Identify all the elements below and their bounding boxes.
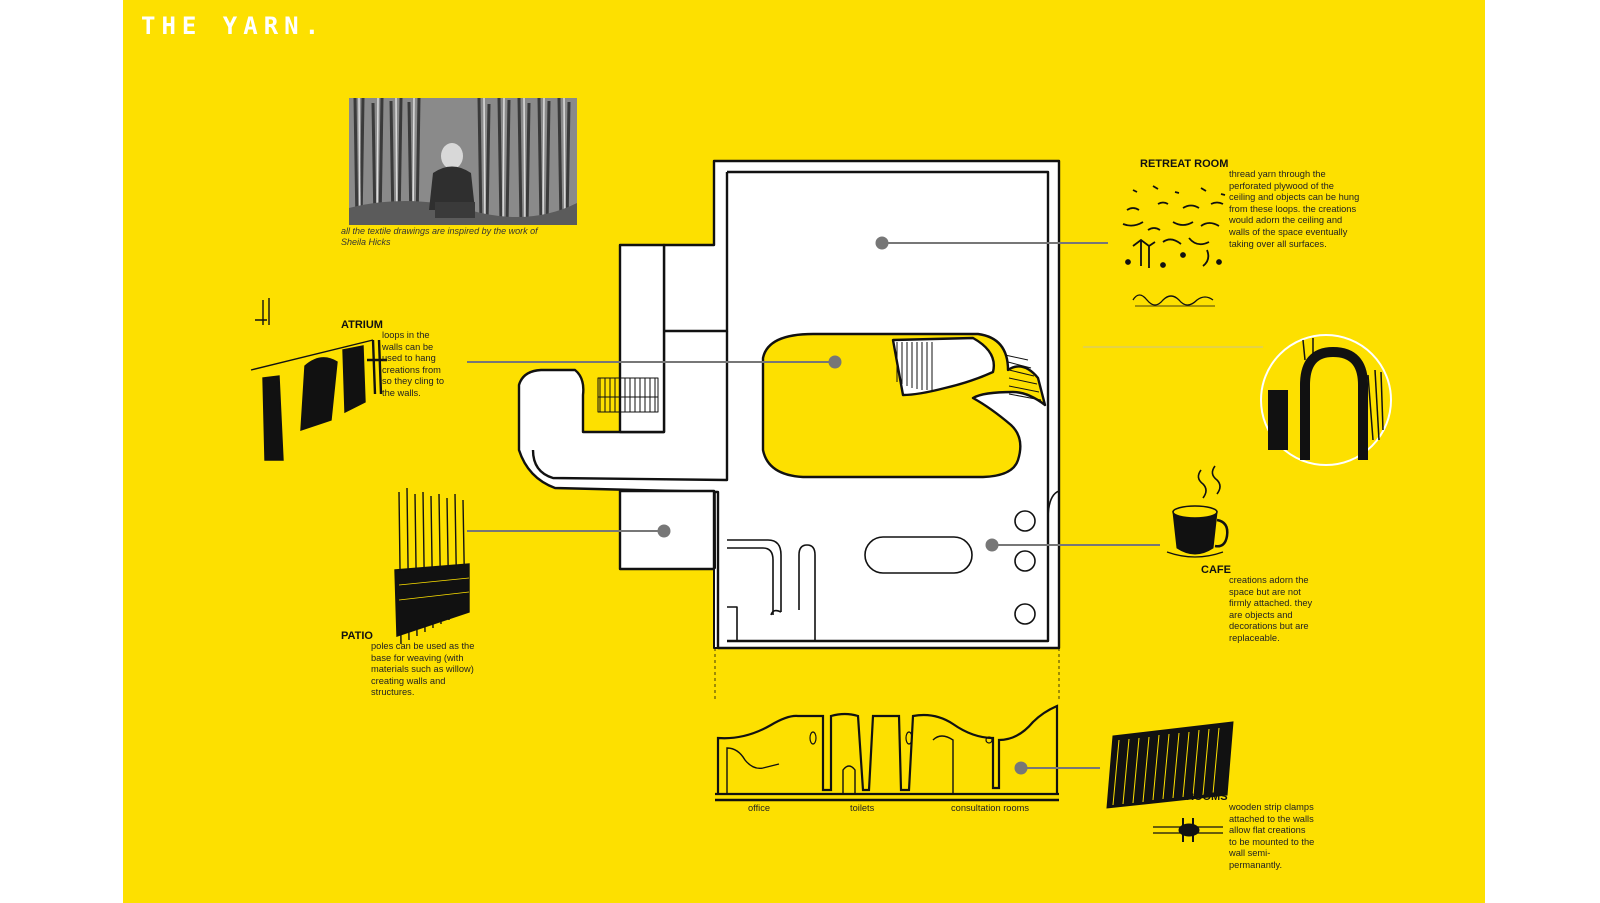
section-drawing <box>714 648 1060 802</box>
cafe-note: creations adorn the space but are not fi… <box>1229 575 1313 643</box>
retreat-room-note: thread yarn through the perforated plywo… <box>1229 169 1360 249</box>
arch-circle-sketch-icon <box>1260 334 1392 466</box>
atrium-textile-sketch-icon <box>250 298 387 461</box>
cafe-label: CAFE <box>1201 564 1231 576</box>
page-title: THE YARN. <box>141 12 326 40</box>
section-label-toilets: toilets <box>850 803 875 813</box>
floor-plan <box>517 159 1061 650</box>
retreat-room-label: RETREAT ROOM <box>1140 158 1229 170</box>
section-label-consultation-rooms: consultation rooms <box>951 803 1030 813</box>
rooms-label: ROOMS <box>1186 791 1228 803</box>
patio-note: poles can be used as the base for weavin… <box>371 641 475 698</box>
atrium-label: ATRIUM <box>341 319 383 331</box>
photo-of-artist-icon <box>349 98 577 225</box>
rooms-note: wooden strip clamps attached to the wall… <box>1229 802 1315 870</box>
patio-label: PATIO <box>341 630 373 642</box>
section-label-office: office <box>748 803 771 813</box>
photo-caption: all the textile drawings are inspired by… <box>341 226 538 247</box>
floor-plan-drawing <box>250 159 1392 842</box>
rooms-clamp-sketch-icon <box>1106 721 1234 842</box>
artist-photo <box>349 98 577 225</box>
cafe-cup-sketch-icon <box>1166 465 1229 558</box>
leader-lines <box>467 236 1263 775</box>
poster-board: THE YARN. <box>123 0 1485 903</box>
atrium-note: loops in the walls can be used to hang c… <box>382 330 445 398</box>
patio-weaving-sketch-icon <box>394 487 470 645</box>
retreat-room-sketch-icon <box>1122 185 1226 307</box>
